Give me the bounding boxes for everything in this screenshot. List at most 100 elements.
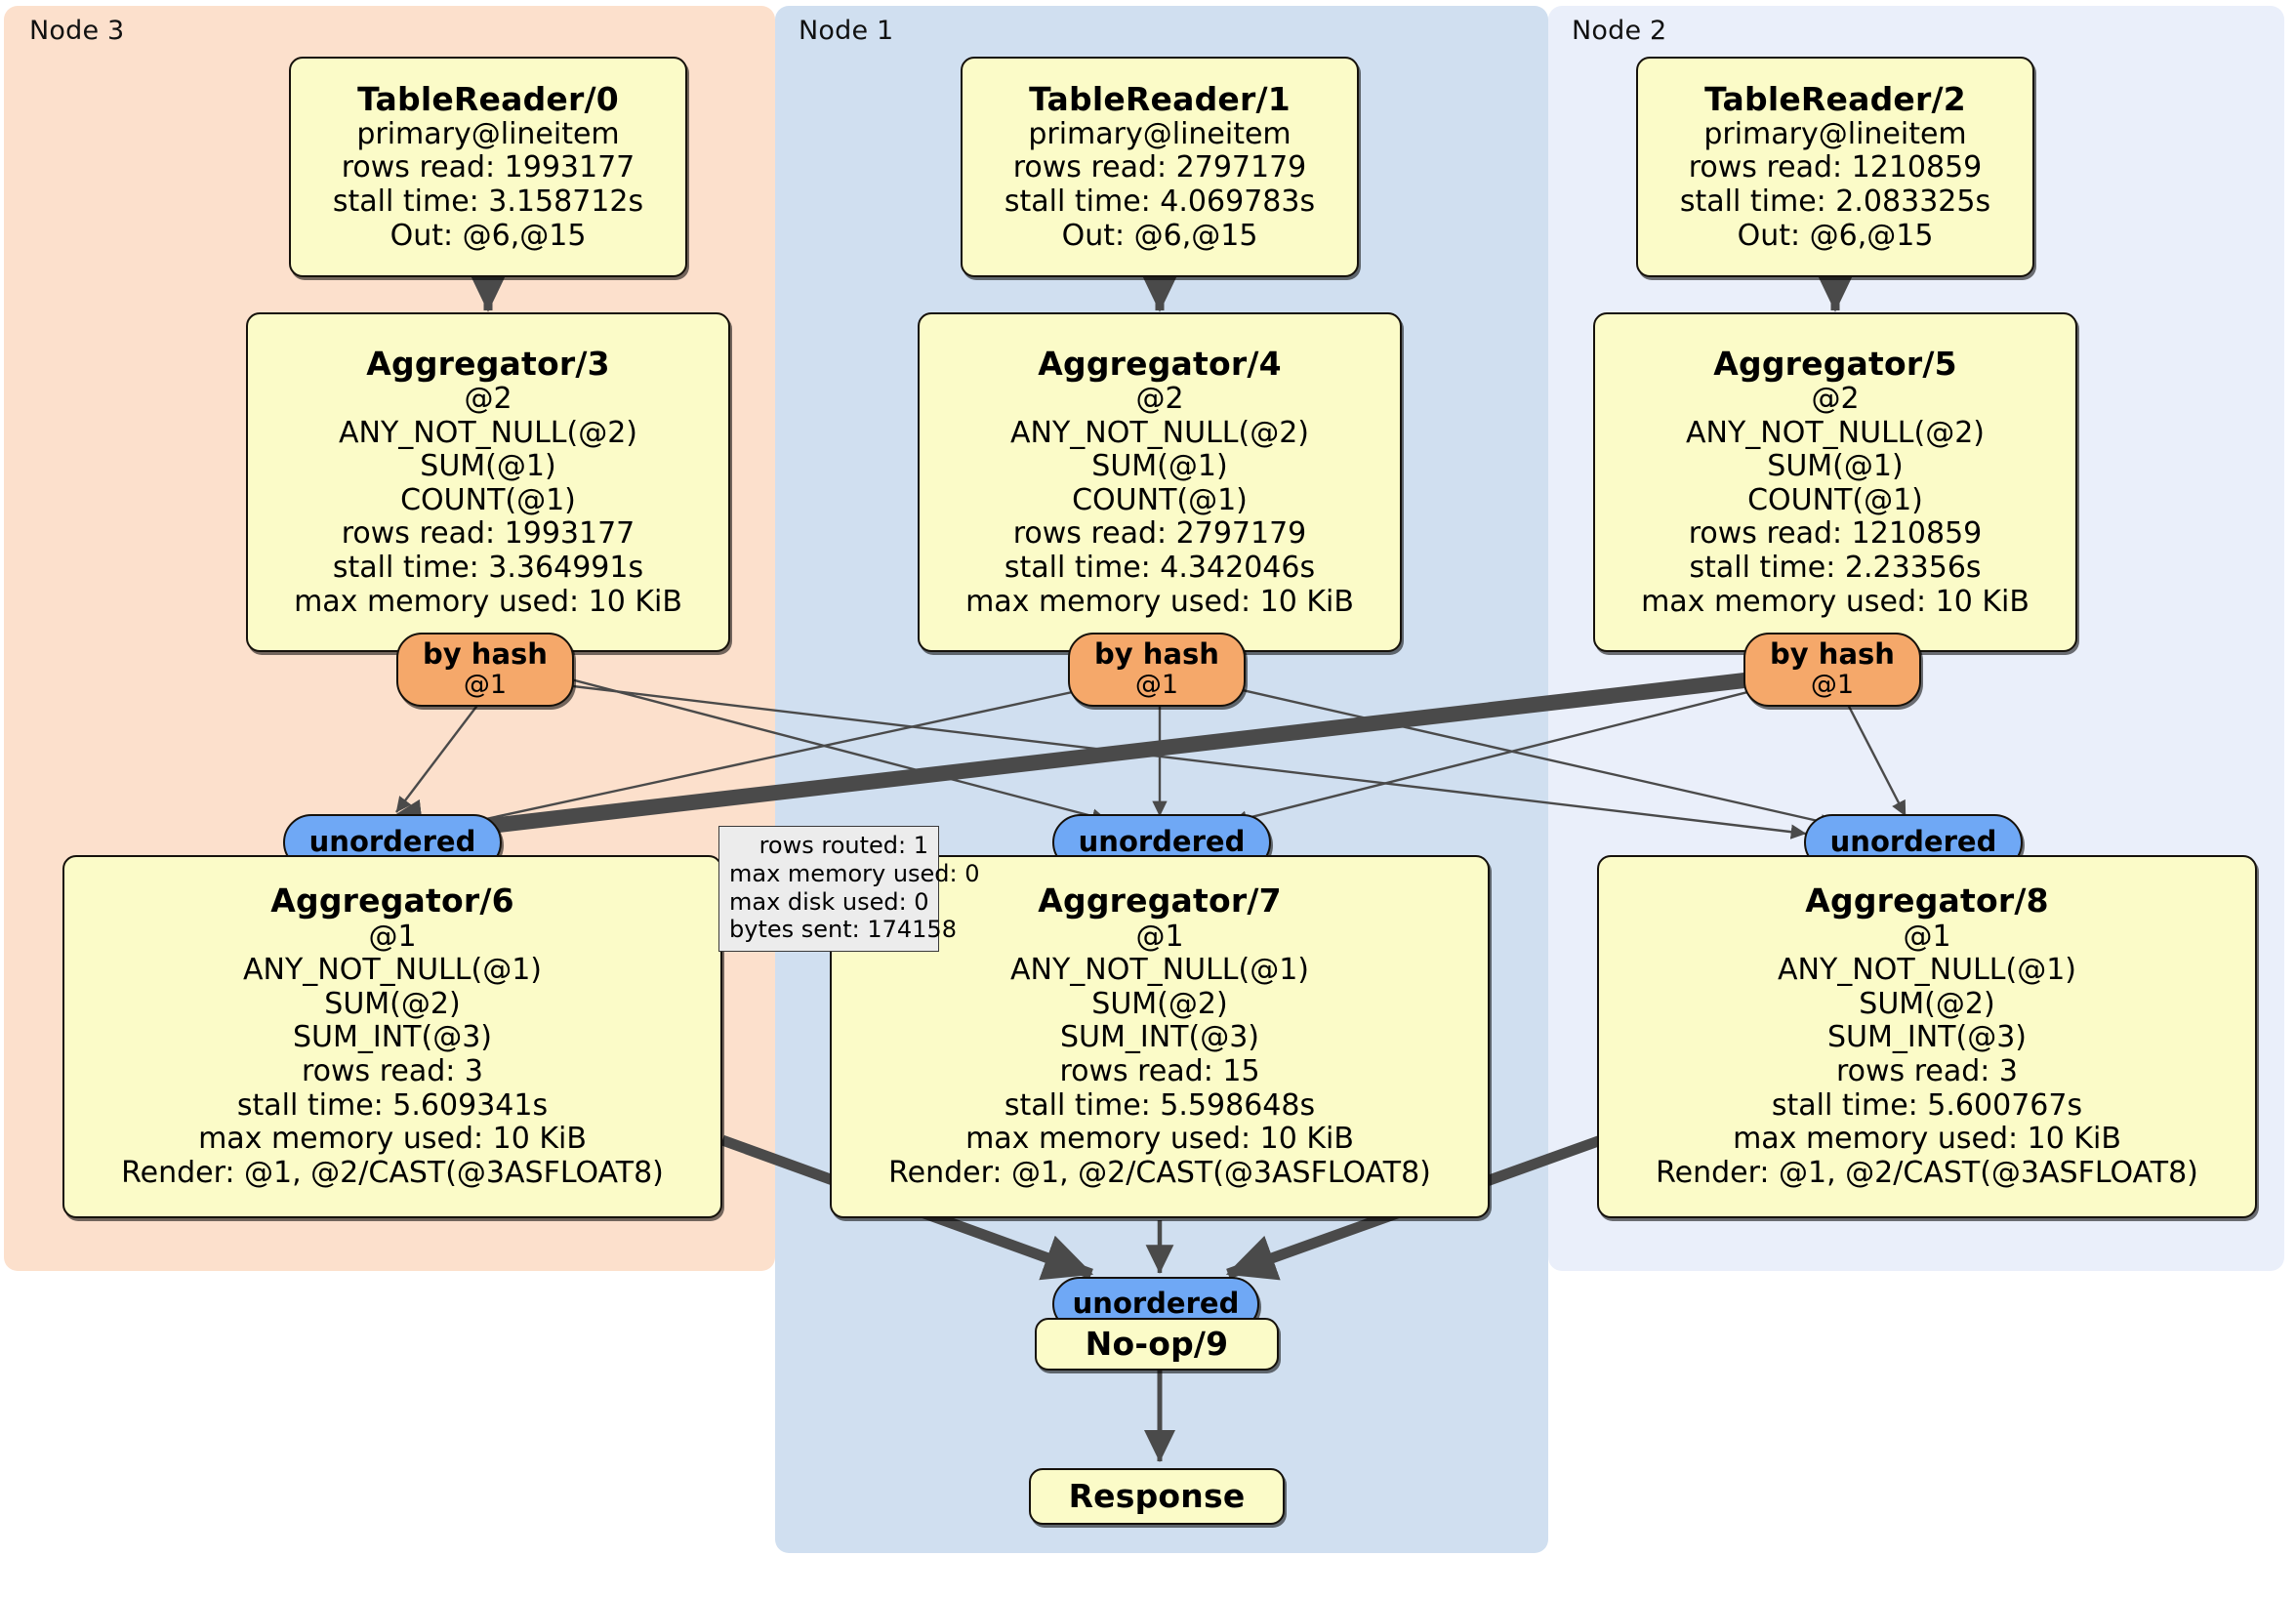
node-detail: max memory used: 10 KiB bbox=[198, 1122, 587, 1157]
router-column: @1 bbox=[1810, 670, 1855, 701]
node-detail: ANY_NOT_NULL(@2) bbox=[1686, 415, 1985, 450]
node-detail: rows read: 2797179 bbox=[1012, 150, 1307, 185]
node-title: No-op/9 bbox=[1085, 1324, 1229, 1363]
node-detail: rows read: 2797179 bbox=[1012, 516, 1307, 552]
node-detail: SUM_INT(@3) bbox=[1060, 1020, 1259, 1055]
node-detail: primary@lineitem bbox=[356, 116, 620, 151]
aggregator-5[interactable]: Aggregator/5 @2 ANY_NOT_NULL(@2) SUM(@1)… bbox=[1593, 312, 2077, 652]
synchronizer-label: unordered bbox=[1078, 825, 1246, 859]
node-detail: rows read: 3 bbox=[301, 1054, 484, 1089]
node-detail: stall time: 3.158712s bbox=[332, 184, 644, 220]
node-detail: stall time: 5.600767s bbox=[1771, 1087, 2083, 1123]
synchronizer-label: unordered bbox=[1072, 1287, 1240, 1321]
edge-stats-note: rows routed: 1 max memory used: 0 max di… bbox=[718, 826, 980, 953]
aggregator-8[interactable]: Aggregator/8 @1 ANY_NOT_NULL(@1) SUM(@2)… bbox=[1597, 855, 2257, 1218]
node-detail: max memory used: 10 KiB bbox=[1733, 1122, 2121, 1157]
node-detail: SUM(@1) bbox=[1767, 449, 1904, 484]
node-detail: rows read: 3 bbox=[1835, 1054, 2019, 1089]
node-detail: Render: @1, @2/CAST(@3ASFLOAT8) bbox=[1656, 1156, 2198, 1191]
node-detail: rows read: 1993177 bbox=[341, 516, 636, 552]
node-detail: SUM(@1) bbox=[420, 449, 556, 484]
router-column: @1 bbox=[463, 670, 508, 701]
node-detail: primary@lineitem bbox=[1028, 116, 1292, 151]
node-detail: rows read: 15 bbox=[1059, 1054, 1260, 1089]
node-detail: Render: @1, @2/CAST(@3ASFLOAT8) bbox=[121, 1156, 664, 1191]
node-detail: Out: @6,@15 bbox=[1061, 218, 1258, 253]
table-reader-0[interactable]: TableReader/0 primary@lineitem rows read… bbox=[289, 57, 687, 277]
response-node[interactable]: Response bbox=[1029, 1468, 1285, 1525]
synchronizer-label: unordered bbox=[308, 825, 476, 859]
node-detail: Out: @6,@15 bbox=[1737, 218, 1934, 253]
aggregator-6[interactable]: Aggregator/6 @1 ANY_NOT_NULL(@1) SUM(@2)… bbox=[62, 855, 722, 1218]
no-op-9-node[interactable]: No-op/9 bbox=[1035, 1318, 1279, 1371]
aggregator-4[interactable]: Aggregator/4 @2 ANY_NOT_NULL(@2) SUM(@1)… bbox=[918, 312, 1402, 652]
edge-stat: rows routed: 1 bbox=[758, 832, 928, 859]
node-detail: stall time: 2.083325s bbox=[1679, 184, 1991, 220]
router-kind: by hash bbox=[1094, 637, 1219, 672]
node-detail: @2 bbox=[1811, 381, 1860, 416]
node-detail: stall time: 5.598648s bbox=[1004, 1087, 1316, 1123]
node-detail: stall time: 5.609341s bbox=[236, 1087, 549, 1123]
node-detail: @1 bbox=[1135, 919, 1184, 954]
node-title: Aggregator/5 bbox=[1713, 344, 1957, 383]
node-detail: Out: @6,@15 bbox=[390, 218, 587, 253]
node-detail: @2 bbox=[464, 381, 512, 416]
node-detail: SUM_INT(@3) bbox=[1827, 1020, 2027, 1055]
table-reader-1[interactable]: TableReader/1 primary@lineitem rows read… bbox=[961, 57, 1359, 277]
node-detail: max memory used: 10 KiB bbox=[294, 584, 682, 619]
cluster-label-node3: Node 3 bbox=[29, 16, 125, 46]
node-title: Aggregator/3 bbox=[366, 344, 610, 383]
node-detail: max memory used: 10 KiB bbox=[965, 584, 1354, 619]
node-detail: SUM(@2) bbox=[1091, 986, 1228, 1021]
node-detail: stall time: 2.23356s bbox=[1689, 551, 1982, 586]
node-detail: SUM(@2) bbox=[1859, 986, 1995, 1021]
node-title: TableReader/0 bbox=[357, 79, 619, 118]
node-detail: ANY_NOT_NULL(@1) bbox=[1778, 953, 2076, 988]
node-title: Aggregator/8 bbox=[1805, 881, 2049, 921]
node-detail: stall time: 3.364991s bbox=[332, 551, 644, 586]
edge-stat: max memory used: 0 bbox=[729, 859, 980, 887]
node-detail: @1 bbox=[1903, 919, 1951, 954]
synchronizer-unordered-node2[interactable]: unordered bbox=[1804, 814, 2023, 871]
aggregator-7[interactable]: Aggregator/7 @1 ANY_NOT_NULL(@1) SUM(@2)… bbox=[830, 855, 1490, 1218]
synchronizer-label: unordered bbox=[1829, 825, 1997, 859]
node-title: Response bbox=[1068, 1476, 1246, 1515]
cluster-label-node1: Node 1 bbox=[799, 16, 894, 46]
router-by-hash-node1[interactable]: by hash @1 bbox=[1068, 633, 1246, 707]
router-by-hash-node3[interactable]: by hash @1 bbox=[396, 633, 574, 707]
node-title: Aggregator/6 bbox=[270, 881, 514, 921]
router-kind: by hash bbox=[423, 637, 548, 672]
node-title: Aggregator/7 bbox=[1038, 881, 1282, 921]
node-title: TableReader/2 bbox=[1704, 79, 1966, 118]
node-detail: max memory used: 10 KiB bbox=[1641, 584, 2030, 619]
node-detail: @2 bbox=[1135, 381, 1184, 416]
node-detail: max memory used: 10 KiB bbox=[965, 1122, 1354, 1157]
node-detail: ANY_NOT_NULL(@1) bbox=[243, 953, 542, 988]
node-detail: SUM(@1) bbox=[1091, 449, 1228, 484]
node-detail: ANY_NOT_NULL(@1) bbox=[1010, 953, 1309, 988]
edge-stat: max disk used: 0 bbox=[729, 887, 929, 916]
node-detail: ANY_NOT_NULL(@2) bbox=[339, 415, 637, 450]
router-by-hash-node2[interactable]: by hash @1 bbox=[1743, 633, 1921, 707]
node-title: TableReader/1 bbox=[1029, 79, 1291, 118]
node-detail: rows read: 1210859 bbox=[1688, 150, 1983, 185]
node-detail: COUNT(@1) bbox=[1747, 482, 1923, 517]
table-reader-2[interactable]: TableReader/2 primary@lineitem rows read… bbox=[1636, 57, 2034, 277]
node-detail: rows read: 1210859 bbox=[1688, 516, 1983, 552]
node-detail: primary@lineitem bbox=[1703, 116, 1967, 151]
node-detail: ANY_NOT_NULL(@2) bbox=[1010, 415, 1309, 450]
node-detail: SUM(@2) bbox=[324, 986, 461, 1021]
aggregator-3[interactable]: Aggregator/3 @2 ANY_NOT_NULL(@2) SUM(@1)… bbox=[246, 312, 730, 652]
node-detail: @1 bbox=[368, 919, 417, 954]
node-title: Aggregator/4 bbox=[1038, 344, 1282, 383]
edge-stat: bytes sent: 174158 bbox=[729, 916, 957, 944]
router-column: @1 bbox=[1134, 670, 1179, 701]
node-detail: COUNT(@1) bbox=[400, 482, 576, 517]
node-detail: stall time: 4.342046s bbox=[1004, 551, 1316, 586]
node-detail: SUM_INT(@3) bbox=[293, 1020, 492, 1055]
node-detail: stall time: 4.069783s bbox=[1004, 184, 1316, 220]
node-detail: COUNT(@1) bbox=[1072, 482, 1248, 517]
node-detail: rows read: 1993177 bbox=[341, 150, 636, 185]
router-kind: by hash bbox=[1770, 637, 1895, 672]
